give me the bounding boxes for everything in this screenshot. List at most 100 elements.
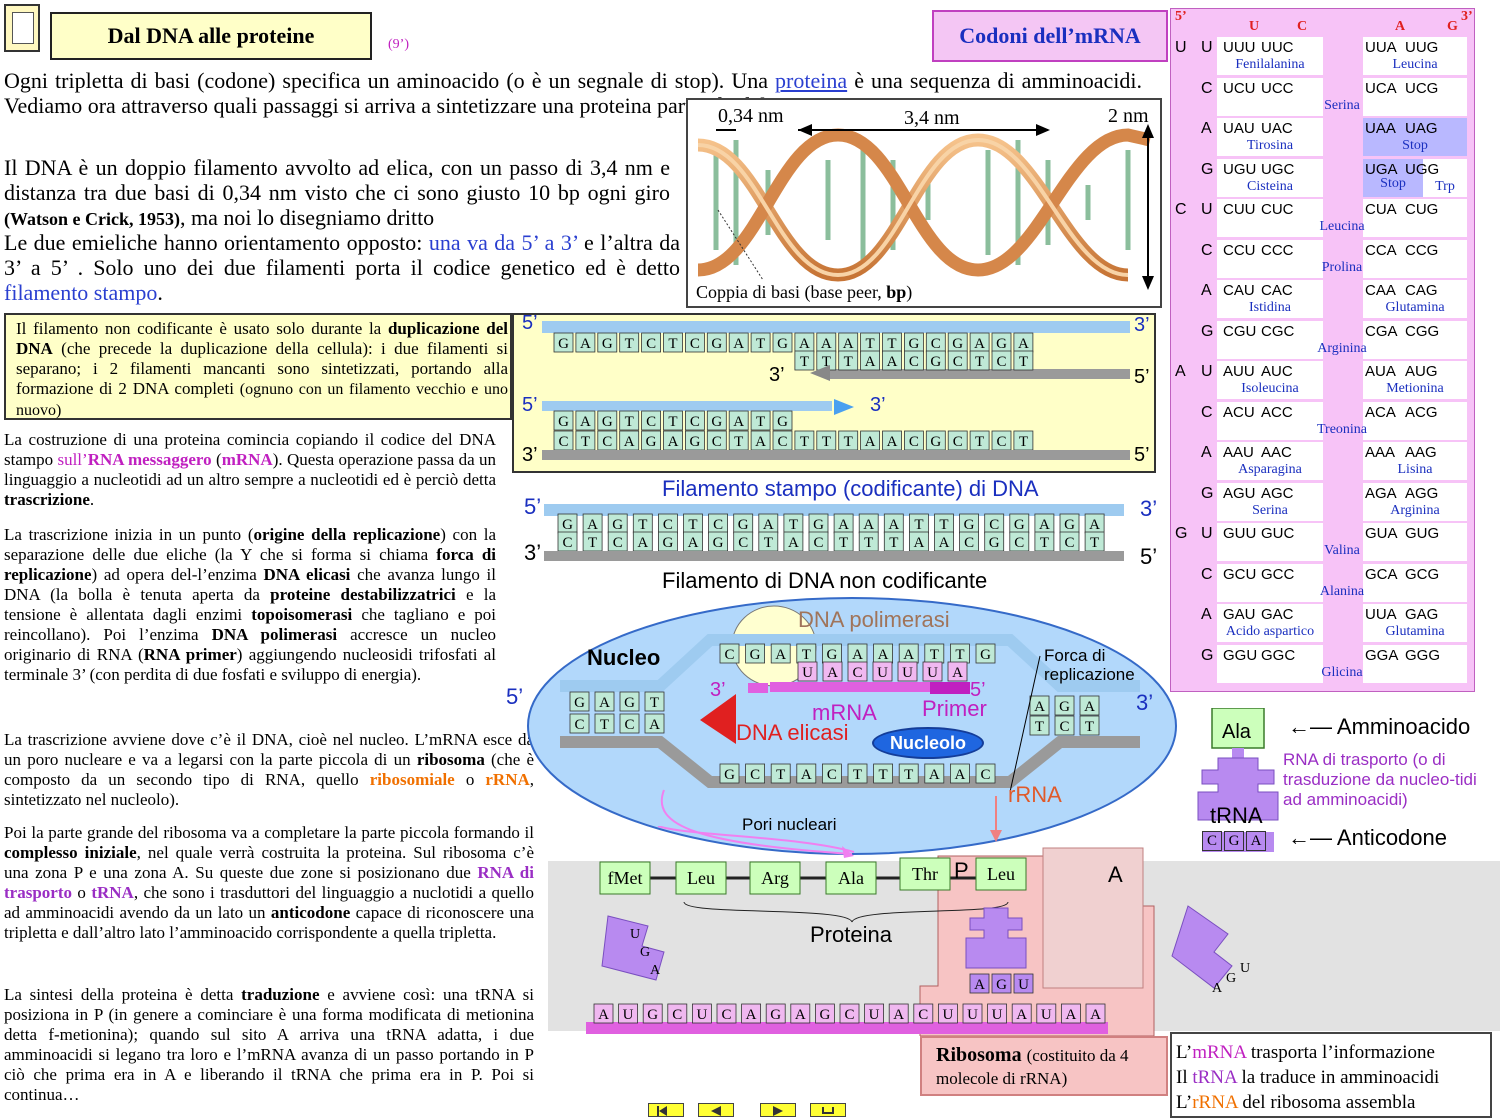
site-a bbox=[1042, 847, 1144, 989]
amino-acid: Asparagina bbox=[1238, 462, 1302, 477]
codon-box-left bbox=[1217, 442, 1323, 480]
svg-text:U: U bbox=[1041, 1007, 1052, 1023]
codon-second-base: A bbox=[1201, 120, 1212, 137]
svg-text:C: C bbox=[1059, 719, 1069, 735]
nucleus-top-base: G bbox=[821, 643, 842, 664]
svg-text:T: T bbox=[581, 434, 590, 450]
codon: GCG bbox=[1405, 565, 1440, 583]
svg-text:T: T bbox=[866, 336, 875, 352]
svg-text:C: C bbox=[646, 414, 656, 430]
label-noncoding-strand: Filamento di DNA non codificante bbox=[662, 568, 988, 593]
nav-next-button[interactable] bbox=[760, 1103, 796, 1117]
proteina-link[interactable]: proteina bbox=[775, 68, 848, 93]
svg-text:G: G bbox=[612, 517, 623, 533]
codon: GGG bbox=[1405, 646, 1441, 664]
svg-text:U: U bbox=[992, 1007, 1003, 1023]
codon-second-base: U bbox=[1201, 201, 1213, 218]
nav-first-button[interactable] bbox=[648, 1103, 684, 1117]
ribosome-mrna-base: U bbox=[1036, 1003, 1057, 1024]
dup-top-base: C bbox=[925, 332, 946, 353]
svg-text:A: A bbox=[587, 517, 598, 533]
svg-text:T: T bbox=[800, 354, 809, 370]
amino-acid: Alanina bbox=[1319, 583, 1365, 599]
codon: AAU bbox=[1223, 444, 1254, 461]
dup-5-2: 5’ bbox=[1134, 366, 1150, 388]
codon-box-left bbox=[1217, 199, 1323, 237]
intro-p2-a: Il DNA è un doppio filamento avvolto ad … bbox=[4, 155, 670, 205]
codon: AUC bbox=[1261, 363, 1293, 380]
codon-second-base: G bbox=[1201, 160, 1214, 178]
svg-text:A: A bbox=[887, 354, 898, 370]
t4a: Poi la parte grande del ribosoma va a co… bbox=[4, 823, 534, 842]
intro-p3-end: . bbox=[157, 280, 163, 305]
filamento-stampo-link[interactable]: filamento stampo bbox=[4, 280, 158, 305]
nucleus-mrna-base: A bbox=[822, 661, 843, 682]
svg-text:A: A bbox=[1089, 517, 1100, 533]
label-forca: Forca di replicazione bbox=[1044, 646, 1135, 684]
dup-bottom-new-base: C bbox=[684, 410, 705, 431]
codon: CUC bbox=[1261, 201, 1294, 218]
noncoding-base: A bbox=[934, 531, 954, 552]
svg-text:G: G bbox=[819, 1007, 830, 1023]
dup-top-base: G bbox=[772, 332, 793, 353]
codon-table-title-text: Codoni dell’mRNA bbox=[959, 23, 1141, 48]
svg-text:G: G bbox=[711, 414, 722, 430]
noncoding-base: T bbox=[758, 531, 779, 552]
svg-text:C: C bbox=[909, 434, 919, 450]
codon: AUG bbox=[1405, 363, 1438, 380]
dup-5-3: 5’ bbox=[522, 394, 538, 416]
codon-box-right bbox=[1363, 199, 1467, 237]
svg-text:C: C bbox=[663, 517, 673, 533]
nav-return-button[interactable] bbox=[810, 1103, 846, 1117]
svg-text:G: G bbox=[646, 434, 657, 450]
noncoding-base: C bbox=[607, 531, 628, 552]
svg-text:A: A bbox=[878, 647, 889, 663]
codon: UAA bbox=[1365, 120, 1396, 137]
dup-bottom-base: G bbox=[641, 430, 661, 451]
legend-anticodone: ←— Anticodone bbox=[1288, 825, 1447, 850]
codon-box-left bbox=[1217, 563, 1323, 602]
nav-prev-button[interactable] bbox=[698, 1103, 734, 1117]
dup-top-base: A bbox=[1013, 332, 1034, 353]
svg-text:C: C bbox=[646, 336, 656, 352]
dup-top-base: G bbox=[991, 332, 1012, 353]
svg-text:T: T bbox=[776, 767, 785, 783]
dup-bottom-base: C bbox=[597, 430, 618, 451]
dup-bottom-new-base: T bbox=[750, 410, 771, 431]
codon-box-left bbox=[1217, 118, 1323, 156]
svg-text:T: T bbox=[864, 535, 873, 551]
document-icon[interactable] bbox=[4, 4, 40, 52]
svg-text:A: A bbox=[838, 517, 849, 533]
svg-text:C: C bbox=[562, 535, 572, 551]
svg-text:T: T bbox=[887, 336, 896, 352]
svg-text:A: A bbox=[775, 647, 786, 663]
amino-acid: Serina bbox=[1324, 97, 1360, 113]
codon-second-base: C bbox=[1201, 241, 1213, 259]
codon-header-1: U bbox=[1249, 19, 1260, 34]
svg-text:T: T bbox=[734, 434, 743, 450]
summary-line-2: Il tRNA la traduce in amminoacidi bbox=[1176, 1065, 1439, 1090]
svg-text:C: C bbox=[574, 717, 584, 733]
codon-box-left bbox=[1217, 644, 1323, 683]
svg-text:A: A bbox=[939, 535, 950, 551]
svg-text:T: T bbox=[914, 517, 923, 533]
codon: GCC bbox=[1261, 565, 1295, 583]
svg-text:U: U bbox=[967, 1007, 978, 1023]
svg-text:A: A bbox=[580, 336, 591, 352]
svg-text:T: T bbox=[638, 517, 647, 533]
svg-text:A: A bbox=[865, 434, 876, 450]
svg-text:T: T bbox=[1085, 719, 1094, 735]
svg-text:G: G bbox=[689, 434, 700, 450]
template-base: T bbox=[908, 513, 929, 534]
codon: AUA bbox=[1365, 363, 1396, 380]
t2l: DNA polimerasi bbox=[211, 625, 338, 644]
codon: AAA bbox=[1365, 444, 1396, 461]
nucleus-right-top-base: A bbox=[1029, 695, 1050, 716]
svg-text:G: G bbox=[724, 767, 735, 783]
mrna-5: 5’ bbox=[970, 679, 986, 701]
ribosome-mrna-base: C bbox=[716, 1003, 737, 1024]
amino-acid: Stop bbox=[1380, 175, 1406, 191]
ribosome-mrna-base: U bbox=[691, 1003, 712, 1024]
dup-bottom-base: C bbox=[991, 430, 1012, 451]
svg-text:T: T bbox=[688, 517, 697, 533]
